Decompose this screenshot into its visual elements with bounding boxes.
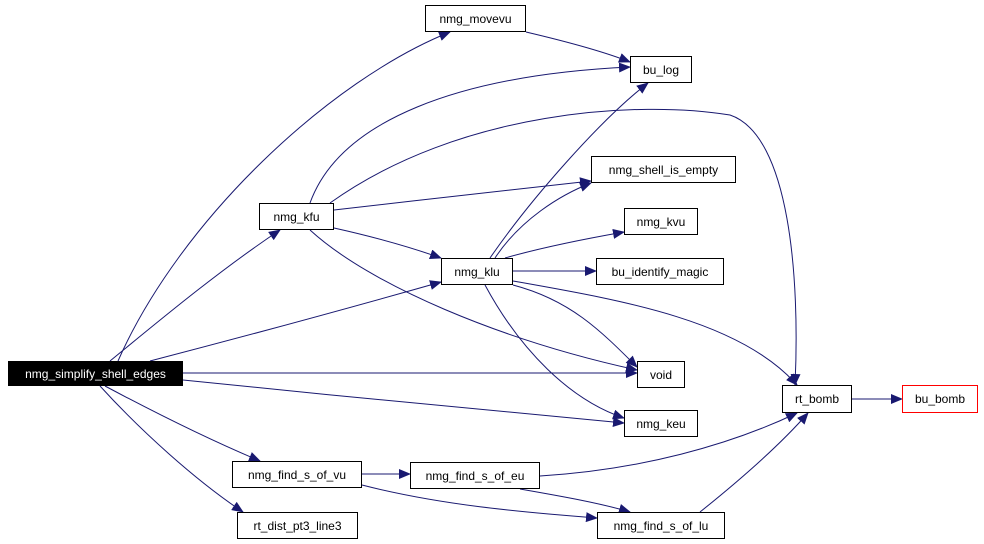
node-bu-identify-magic[interactable]: bu_identify_magic (596, 258, 724, 285)
node-bu-log[interactable]: bu_log (630, 56, 692, 83)
edge-kfu-to-shell-is-empty (333, 177, 592, 211)
edge-find-s-of-eu-to-rt-bomb (539, 412, 798, 477)
node-nmg-simplify-shell-edges[interactable]: nmg_simplify_shell_edges (8, 361, 183, 386)
node-bu-bomb[interactable]: bu_bomb (902, 385, 978, 413)
node-nmg-keu[interactable]: nmg_keu (624, 410, 698, 437)
edge-find-s-of-eu-to-find-s-of-lu (519, 488, 631, 514)
node-nmg-shell-is-empty[interactable]: nmg_shell_is_empty (591, 156, 736, 183)
edge-klu-to-kvu (504, 228, 625, 259)
node-nmg-find-s-of-lu[interactable]: nmg_find_s_of_lu (597, 512, 725, 539)
edge-kfu-to-rt-bomb (329, 108, 801, 386)
edge-root-to-keu (182, 379, 625, 427)
node-nmg-kfu[interactable]: nmg_kfu (259, 203, 334, 230)
edge-root-to-movevu (117, 31, 451, 362)
edge-kfu-to-void (309, 229, 638, 373)
edge-klu-to-shell-is-empty (494, 182, 592, 259)
edge-find-s-of-vu-to-find-s-of-lu (361, 484, 598, 523)
node-rt-bomb[interactable]: rt_bomb (782, 385, 852, 413)
node-nmg-find-s-of-eu[interactable]: nmg_find_s_of_eu (410, 462, 540, 489)
edge-root-to-find-s-of-vu (104, 385, 261, 462)
node-void[interactable]: void (637, 361, 685, 388)
edge-kfu-to-klu (333, 227, 442, 260)
edge-movevu-to-bu-log (525, 31, 631, 63)
node-nmg-movevu[interactable]: nmg_movevu (425, 5, 526, 32)
edge-find-s-of-lu-to-rt-bomb (699, 412, 809, 513)
edge-klu-to-void (512, 284, 638, 368)
edge-klu-to-bu-log (489, 82, 649, 259)
edge-root-to-klu (149, 280, 442, 362)
edge-root-to-rt-dist-pt3-line3 (99, 385, 244, 513)
edge-kfu-to-bu-log (309, 62, 631, 204)
edge-klu-to-rt-bomb (512, 280, 798, 386)
node-rt-dist-pt3-line3[interactable]: rt_dist_pt3_line3 (237, 512, 358, 539)
edge-root-to-kfu (109, 229, 281, 362)
edges (99, 31, 903, 523)
edge-klu-to-keu (484, 284, 625, 420)
node-nmg-kvu[interactable]: nmg_kvu (624, 208, 698, 235)
node-nmg-find-s-of-vu[interactable]: nmg_find_s_of_vu (232, 461, 362, 488)
node-nmg-klu[interactable]: nmg_klu (441, 258, 513, 285)
